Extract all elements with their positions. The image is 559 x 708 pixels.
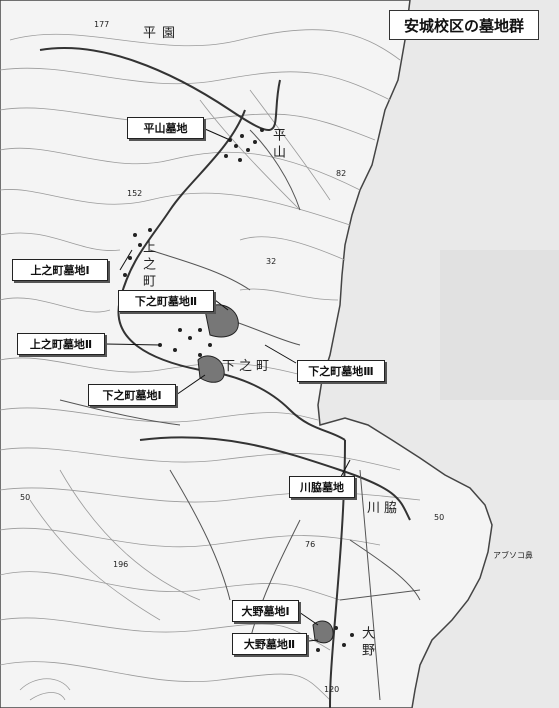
label-shimonomachi-cemetery-1: 下之町墓地Ⅰ — [88, 384, 176, 406]
place-ono: 大野 — [359, 626, 374, 660]
leader-lines — [104, 128, 351, 643]
elevation-label: 82 — [336, 169, 347, 178]
elevation-label: 177 — [94, 20, 110, 29]
sea-shade — [440, 250, 559, 400]
contour-lines — [0, 29, 421, 701]
label-hirayama-cemetery: 平山墓地 — [127, 117, 204, 139]
cemetery-areas — [197, 304, 334, 644]
place-kaminomachi: 上之町 — [140, 240, 155, 291]
label-kaminomachi-cemetery-1: 上之町墓地Ⅰ — [12, 259, 108, 281]
place-abusono-cape: アブソコ鼻 — [493, 551, 533, 560]
place-hirazono: 平園 — [143, 26, 182, 41]
elevation-label: 152 — [127, 189, 143, 198]
elevation-label: 120 — [324, 685, 340, 694]
label-kawaki-cemetery: 川脇墓地 — [289, 476, 355, 498]
label-ono-cemetery-1: 大野墓地Ⅰ — [232, 600, 299, 622]
place-hirayama: 平山 — [270, 128, 285, 162]
settlement-clusters — [123, 128, 354, 652]
elevation-label: 32 — [266, 257, 277, 266]
elevation-label: 50 — [20, 493, 31, 502]
elevation-label: 76 — [305, 540, 316, 549]
minor-roads — [59, 129, 421, 701]
elevation-label: 50 — [434, 513, 445, 522]
map-title: 安城校区の墓地群 — [389, 10, 539, 40]
elevation-label: 196 — [113, 560, 129, 569]
label-ono-cemetery-2: 大野墓地Ⅱ — [232, 633, 307, 655]
label-shimonomachi-cemetery-3: 下之町墓地Ⅲ — [297, 360, 385, 382]
land-area — [0, 0, 493, 708]
place-shimonomachi: 下之町 — [222, 359, 274, 374]
place-kawaki: 川脇 — [367, 501, 402, 516]
label-kaminomachi-cemetery-2: 上之町墓地Ⅱ — [17, 333, 105, 355]
label-shimonomachi-cemetery-2: 下之町墓地Ⅱ — [118, 290, 214, 312]
